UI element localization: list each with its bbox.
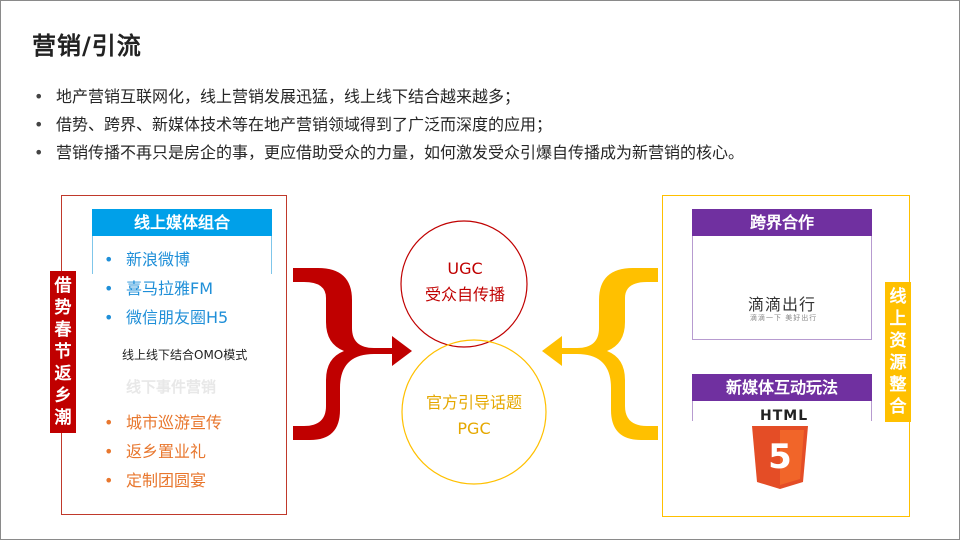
vertical-char: 合 — [889, 397, 907, 417]
yellow-bracket-arrow — [542, 268, 658, 440]
offline-event-heading: 线下事件营销 — [126, 378, 217, 396]
didi-slogan: 滴滴一下 美好出行 — [750, 314, 818, 322]
offline-event-item: 城市巡游宣传 — [104, 410, 222, 439]
pgc-label: 官方引导话题 PGC — [399, 390, 549, 442]
cross-cooperation-panel — [692, 236, 872, 340]
intro-bullet-list: 地产营销互联网化，线上营销发展迅猛，线上线下结合越来越多； 借势、跨界、新媒体技… — [34, 84, 744, 168]
html-wordmark: HTML — [760, 408, 809, 424]
vertical-char: 势 — [54, 298, 72, 318]
online-media-heading: 线上媒体组合 — [92, 209, 272, 236]
intro-bullet: 营销传播不再只是房企的事，更应借助受众的力量，如何激发受众引爆自传播成为新营销的… — [34, 140, 744, 168]
html5-number: 5 — [768, 437, 792, 477]
ugc-title: UGC — [447, 259, 483, 278]
didi-brand-name: 滴滴出行 — [748, 295, 817, 314]
vertical-char: 春 — [54, 320, 72, 340]
intro-bullet: 地产营销互联网化，线上营销发展迅猛，线上线下结合越来越多； — [34, 84, 744, 112]
ugc-circle — [400, 220, 528, 348]
vertical-char: 上 — [889, 309, 907, 329]
intro-bullet: 借势、跨界、新媒体技术等在地产营销领域得到了广泛而深度的应用； — [34, 112, 744, 140]
online-media-item: 喜马拉雅FM — [104, 276, 228, 305]
online-media-panel — [92, 236, 272, 274]
online-media-item: 微信朋友圈H5 — [104, 305, 228, 334]
vertical-char: 乡 — [54, 386, 72, 406]
vertical-char: 借 — [54, 276, 72, 296]
vertical-char: 源 — [889, 353, 907, 373]
html5-shield-icon — [752, 426, 808, 489]
new-media-panel — [692, 401, 872, 421]
pgc-subtitle: 官方引导话题 — [425, 393, 522, 412]
vertical-char: 整 — [889, 375, 907, 395]
page-title: 营销/引流 — [32, 32, 142, 60]
vertical-char: 线 — [889, 287, 907, 307]
ugc-subtitle: 受众自传播 — [424, 285, 505, 304]
online-media-list: 新浪微博 喜马拉雅FM 微信朋友圈H5 — [104, 247, 228, 334]
offline-event-list: 城市巡游宣传 返乡置业礼 定制团圆宴 — [104, 410, 222, 497]
right-vertical-label: 线 上 资 源 整 合 — [885, 282, 911, 422]
vertical-char: 潮 — [54, 408, 72, 428]
offline-event-item: 定制团圆宴 — [104, 468, 222, 497]
cross-cooperation-heading: 跨界合作 — [692, 209, 872, 236]
left-vertical-label: 借 势 春 节 返 乡 潮 — [50, 271, 76, 433]
pgc-circle — [401, 339, 547, 485]
omo-mode-label: 线上线下结合OMO模式 — [122, 348, 248, 362]
vertical-char: 资 — [889, 331, 907, 351]
ugc-label: UGC 受众自传播 — [390, 256, 540, 308]
red-bracket-arrow — [293, 268, 412, 440]
pgc-title: PGC — [457, 419, 491, 438]
vertical-char: 节 — [54, 342, 72, 362]
online-media-item: 新浪微博 — [104, 247, 228, 276]
vertical-char: 返 — [54, 364, 72, 384]
offline-event-item: 返乡置业礼 — [104, 439, 222, 468]
new-media-heading: 新媒体互动玩法 — [692, 374, 872, 401]
